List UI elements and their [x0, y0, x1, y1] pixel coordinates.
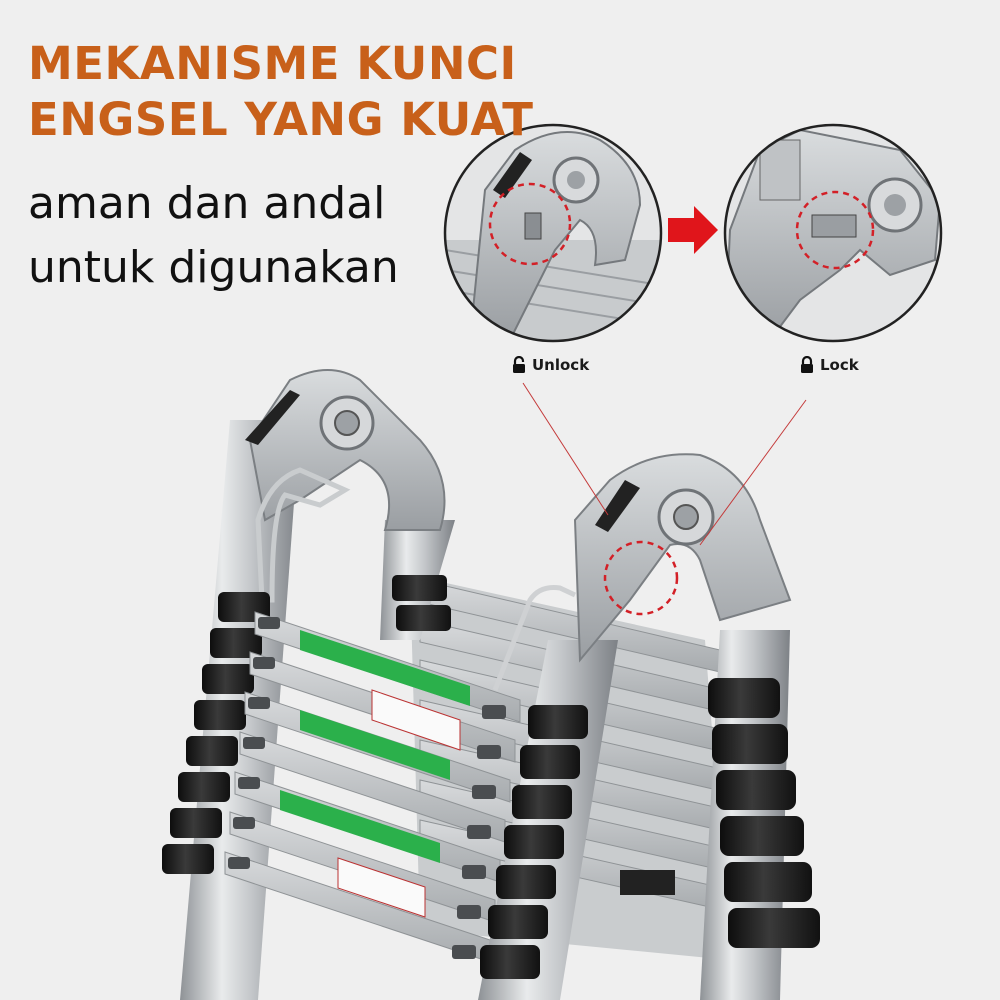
headline: MEKANISME KUNCI ENGSEL YANG KUAT	[28, 36, 533, 148]
headline-line-2: ENGSEL YANG KUAT	[28, 93, 534, 146]
callout-lines	[522, 382, 807, 546]
lock-label-text: Lock	[820, 356, 859, 374]
right-rail	[478, 453, 820, 1000]
locked-padlock-icon	[801, 356, 813, 373]
unlock-label: Unlock	[512, 356, 589, 374]
lock-label: Lock	[800, 356, 859, 374]
front-steps	[224, 585, 577, 963]
left-rail	[162, 369, 455, 1000]
unlocked-padlock-icon	[513, 356, 525, 373]
subheadline-line-1: aman dan andal	[28, 178, 386, 229]
lock-detail-circle	[723, 123, 943, 343]
subheadline: aman dan andal untuk digunakan	[28, 172, 399, 300]
headline-line-1: MEKANISME KUNCI	[28, 37, 517, 90]
unlock-detail-circle	[443, 123, 663, 343]
subheadline-line-2: untuk digunakan	[28, 242, 399, 293]
unlock-label-text: Unlock	[532, 356, 590, 374]
arrow-right-icon	[668, 206, 718, 254]
